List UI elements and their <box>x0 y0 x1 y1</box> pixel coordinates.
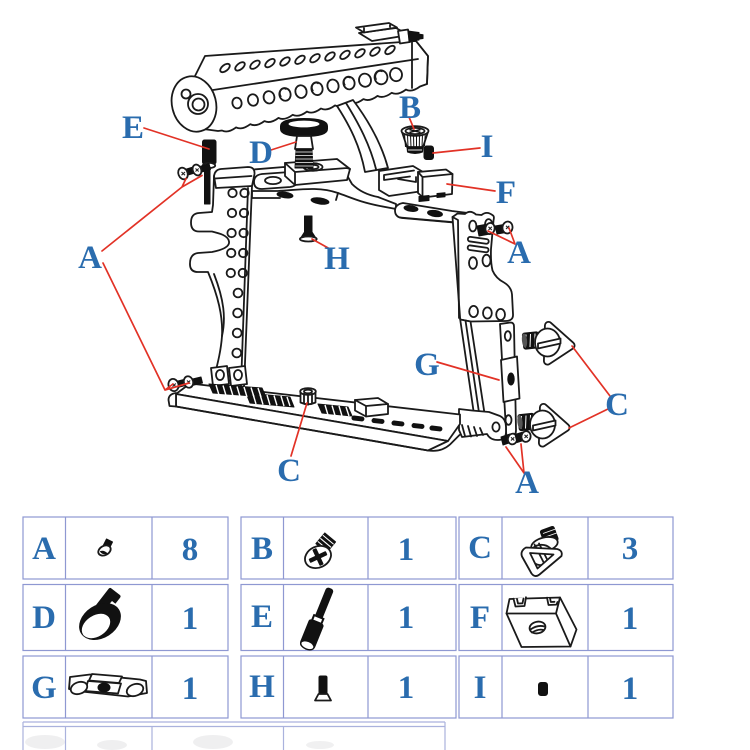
svg-text:B: B <box>399 90 421 126</box>
svg-text:C: C <box>277 453 301 489</box>
svg-text:H: H <box>249 669 275 705</box>
svg-text:1: 1 <box>622 601 639 637</box>
svg-text:1: 1 <box>398 670 415 706</box>
svg-text:C: C <box>605 387 629 423</box>
svg-text:A: A <box>515 465 539 501</box>
svg-text:D: D <box>249 135 273 171</box>
svg-text:B: B <box>251 531 273 567</box>
svg-text:E: E <box>251 599 273 635</box>
svg-text:A: A <box>507 235 531 271</box>
svg-text:1: 1 <box>398 600 415 636</box>
svg-text:G: G <box>414 347 440 383</box>
svg-text:H: H <box>324 241 350 277</box>
svg-text:D: D <box>32 600 56 636</box>
svg-text:1: 1 <box>398 532 415 568</box>
svg-text:1: 1 <box>182 601 199 637</box>
svg-text:I: I <box>481 129 494 165</box>
svg-text:1: 1 <box>622 671 639 707</box>
svg-text:F: F <box>470 600 490 636</box>
svg-text:8: 8 <box>182 532 199 568</box>
svg-text:1: 1 <box>182 671 199 707</box>
svg-text:I: I <box>474 670 487 706</box>
svg-text:A: A <box>32 531 56 567</box>
svg-text:E: E <box>122 110 144 146</box>
svg-text:G: G <box>31 670 57 706</box>
svg-text:F: F <box>496 175 516 211</box>
svg-text:C: C <box>468 530 492 566</box>
svg-text:3: 3 <box>622 531 639 567</box>
svg-text:A: A <box>78 240 102 276</box>
